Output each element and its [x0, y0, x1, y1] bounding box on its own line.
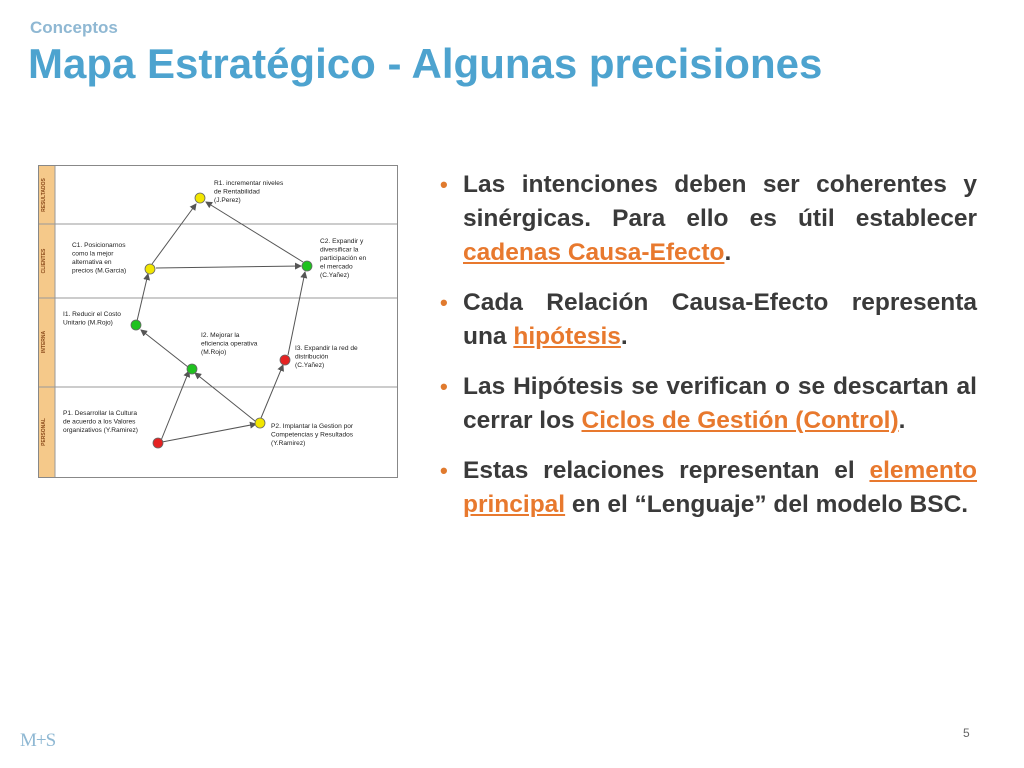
node-label-line: R1. incrementar niveles: [214, 180, 284, 187]
arrow-p1-i2: [159, 370, 191, 444]
node-label-line: de acuerdo a los Valores: [63, 419, 136, 426]
node-label-line: C1. Posicionarnos: [72, 242, 126, 249]
node-label-line: participación en: [320, 255, 367, 262]
bullet-text: en el “Lenguaje” del modelo BSC.: [565, 491, 969, 518]
node-p1: [152, 437, 164, 449]
bullet-dot: •: [440, 290, 448, 315]
node-label-line: Unitario (M.Rojo): [63, 320, 113, 327]
bullet-list: • Las intenciones deben ser coherentes y …: [440, 168, 977, 538]
node-c2: [301, 260, 313, 272]
highlight-link[interactable]: elemento: [869, 457, 977, 484]
bullet-text: Las Hipótesis se verifican o se descarta…: [463, 373, 977, 434]
arrow-p2-i2: [194, 372, 256, 422]
arrow-c2-r1: [205, 201, 304, 263]
node-label-line: P2. Implantar la Gestion por: [271, 423, 354, 430]
bullet-text: Cada Relación Causa-Efecto representa un…: [463, 289, 977, 350]
bullet-text: Estas relaciones representan el: [463, 457, 870, 484]
node-label-line: (J.Perez): [214, 197, 241, 204]
node-label-line: distribución: [295, 354, 329, 361]
label-i2: I2. Mejorar la eficiencia operativa(M.Roj…: [201, 332, 258, 356]
node-label-line: I2. Mejorar la: [201, 332, 240, 339]
arrow-i3-c2: [287, 271, 308, 356]
node-label-line: (C.Yañez): [295, 362, 324, 369]
node-label-line: I1. Reducir el Costo: [63, 311, 121, 318]
node-label-line: de Rentabilidad: [214, 189, 260, 196]
bullet-text: Las intenciones deben ser coherentes y s…: [463, 171, 977, 232]
highlight-link[interactable]: hipótesis: [513, 323, 621, 350]
node-i1: [130, 319, 142, 331]
label-p2: P2. Implantar la Gestion porCompetencias…: [271, 423, 354, 447]
logo: M+S: [20, 730, 56, 751]
node-label-line: alternativa en: [72, 259, 112, 266]
row-label-interna: INTERNA: [41, 331, 47, 354]
node-label-line: (M.Rojo): [201, 349, 226, 356]
node-i3: [279, 354, 291, 366]
row-label-clientes: CLIENTES: [41, 248, 47, 273]
node-label-line: (C.Yañez): [320, 272, 349, 279]
strategy-map-diagram: RESULTADOS CLIENTES INTERNA PERSONAL R1.…: [39, 166, 397, 477]
row-label-resultados: RESULTADOS: [41, 177, 47, 211]
label-c1: C1. Posicionarnos como la mejoralternativ…: [72, 242, 126, 275]
arrow-c1-c2: [155, 262, 302, 270]
bullet-dot: •: [440, 374, 448, 399]
arrow-c1-r1: [151, 203, 197, 265]
bullet-item: • Cada Relación Causa-Efecto representa u…: [440, 286, 977, 354]
node-label-line: diversificar la: [320, 247, 359, 254]
node-label-line: (Y.Ramirez): [271, 440, 305, 447]
page-number: 5: [963, 726, 970, 740]
bullet-item: • Las Hipótesis se verifican o se descart…: [440, 370, 977, 438]
label-i3: I3. Expandir la red de distribución(C.Yañ…: [295, 345, 358, 369]
node-label-line: eficiencia operativa: [201, 341, 258, 348]
node-label-line: organizativos (Y.Ramirez): [63, 427, 138, 434]
strategy-map: RESULTADOS CLIENTES INTERNA PERSONAL R1.…: [38, 165, 398, 478]
bullet-dot: •: [440, 458, 448, 483]
node-label-line: Competencias y Resultados: [271, 432, 354, 439]
supertitle: Conceptos: [30, 18, 118, 37]
label-r1: R1. incrementar niveles de Rentabilidad(J…: [214, 180, 284, 204]
bullet-text: .: [620, 323, 628, 350]
bullet-text: .: [724, 239, 732, 266]
node-label-line: I3. Expandir la red de: [295, 345, 358, 352]
highlight-link[interactable]: Ciclos de Gestión (Control): [581, 407, 899, 434]
highlight-link[interactable]: cadenas Causa-Efecto: [463, 239, 725, 266]
row-label-personal: PERSONAL: [41, 418, 47, 446]
node-c1: [144, 263, 156, 275]
page-title: Mapa Estratégico - Algunas precisiones: [28, 40, 823, 87]
node-label-line: C2. Expandir y: [320, 238, 364, 245]
arrow-i1-c1: [136, 273, 151, 322]
node-label-line: precios (M.Garcia): [72, 268, 126, 275]
arrow-p1-p2: [161, 421, 257, 443]
arrow-i2-i1: [140, 329, 189, 368]
node-label-line: como la mejor: [72, 251, 114, 258]
node-i2: [186, 363, 198, 375]
highlight-link[interactable]: principal: [463, 491, 566, 518]
bullet-item: • Las intenciones deben ser coherentes y …: [440, 168, 977, 270]
node-r1: [194, 192, 206, 204]
node-p2: [254, 417, 266, 429]
bullet-text: .: [898, 407, 906, 434]
label-c2: C2. Expandir y diversificar laparticipaci…: [320, 238, 367, 279]
node-label-line: el mercado: [320, 264, 353, 271]
bullet-item: • Estas relaciones representan el element…: [440, 454, 977, 522]
node-label-line: P1. Desarrollar la Cultura: [63, 410, 137, 417]
label-p1: P1. Desarrollar la Cultura de acuerdo a l…: [63, 410, 138, 434]
arrow-p2-i3: [260, 364, 284, 419]
bullet-dot: •: [440, 172, 448, 197]
